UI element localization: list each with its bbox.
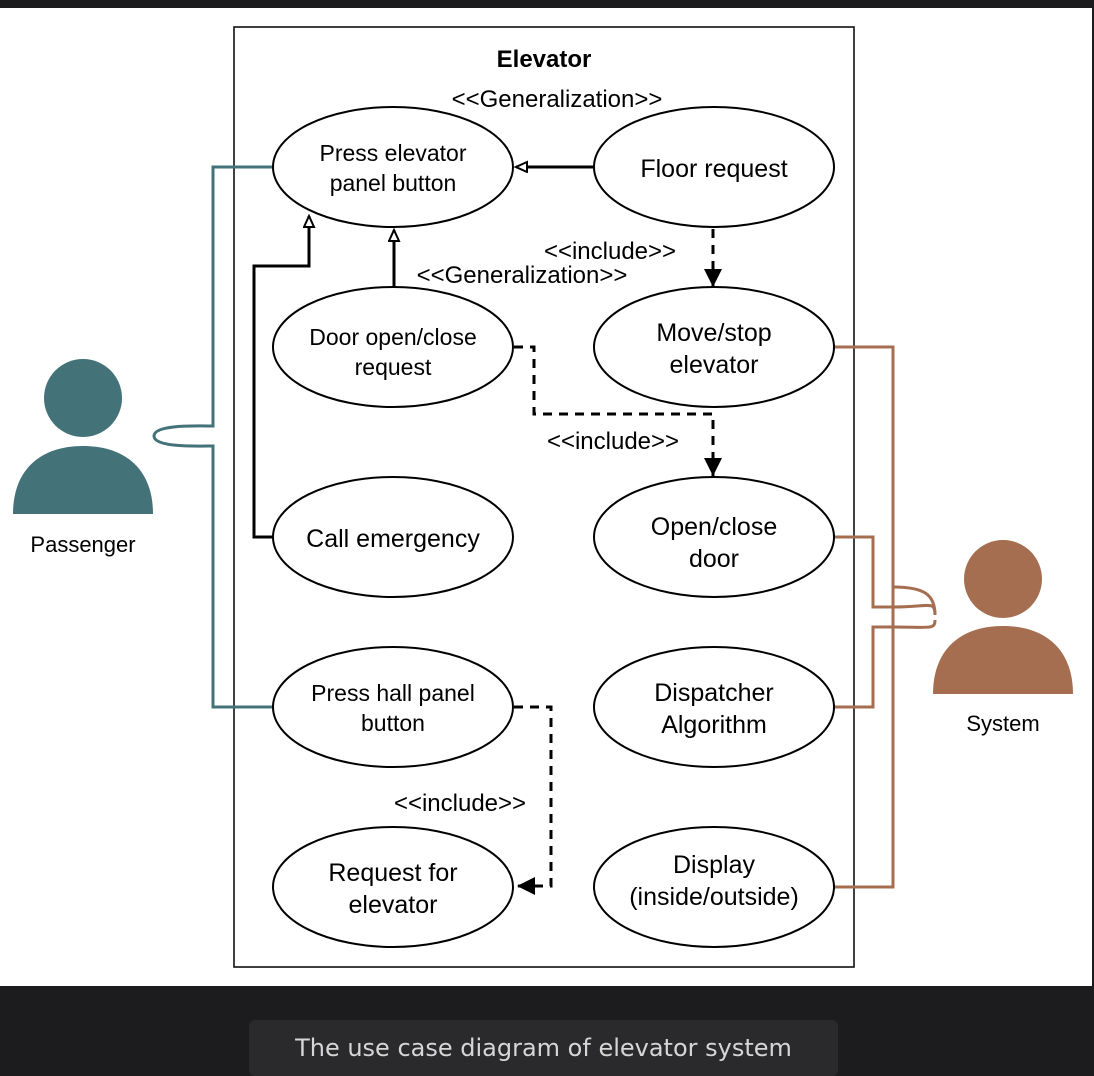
use-case-dispatcher-algorithm: Dispatcher Algorithm <box>593 646 835 768</box>
use-case-display: Display (inside/outside) <box>593 826 835 948</box>
svg-text:button: button <box>361 710 425 736</box>
use-case-move-stop-elevator: Move/stop elevator <box>593 286 835 408</box>
svg-text:Move/stop: Move/stop <box>656 319 771 347</box>
use-case-door-open-close-request: Door open/close request <box>272 286 514 408</box>
include-label-move: <<include>> <box>544 238 676 265</box>
include-label-request: <<include>> <box>394 790 526 817</box>
svg-text:(inside/outside): (inside/outside) <box>629 883 799 911</box>
svg-text:elevator: elevator <box>670 351 759 379</box>
top-bar <box>0 0 1094 8</box>
passenger-associations <box>152 165 273 709</box>
svg-text:door: door <box>689 545 739 573</box>
passenger-actor-icon <box>13 359 153 514</box>
svg-text:Floor request: Floor request <box>640 155 787 183</box>
svg-text:Call emergency: Call emergency <box>306 525 480 553</box>
svg-text:panel button: panel button <box>330 170 457 196</box>
generalization-label-mid: <<Generalization>> <box>417 262 628 289</box>
svg-text:request: request <box>355 354 432 380</box>
system-associations <box>834 345 937 889</box>
svg-text:elevator: elevator <box>349 891 438 919</box>
svg-text:Press hall panel: Press hall panel <box>311 680 475 706</box>
system-title: Elevator <box>497 46 592 73</box>
use-case-open-close-door: Open/close door <box>593 476 835 598</box>
svg-text:Press elevator: Press elevator <box>319 140 466 166</box>
generalization-label-top: <<Generalization>> <box>452 86 663 113</box>
svg-text:Dispatcher: Dispatcher <box>654 679 774 707</box>
svg-text:Request for: Request for <box>328 859 457 887</box>
use-case-press-hall-panel: Press hall panel button <box>272 646 514 768</box>
diagram-canvas: Elevator <<Generalization>> <<Generaliza… <box>0 8 1092 986</box>
system-boundary <box>233 26 855 968</box>
use-case-press-elevator-panel: Press elevator panel button <box>272 106 514 228</box>
include-arrows <box>514 229 722 895</box>
use-case-call-emergency: Call emergency <box>272 476 514 598</box>
use-case-diagram: Elevator <<Generalization>> <<Generaliza… <box>13 26 1073 968</box>
include-label-door: <<include>> <box>547 428 679 455</box>
use-case-request-for-elevator: Request for elevator <box>272 826 514 948</box>
svg-text:Algorithm: Algorithm <box>661 711 767 739</box>
generalization-arrows <box>252 167 594 539</box>
svg-text:Open/close: Open/close <box>651 513 777 541</box>
use-case-floor-request: Floor request <box>593 106 835 228</box>
svg-text:Display: Display <box>673 851 755 879</box>
system-label: System <box>966 711 1039 736</box>
figure-caption: The use case diagram of elevator system <box>249 1020 838 1076</box>
svg-text:Door open/close: Door open/close <box>309 324 477 350</box>
system-actor-icon <box>933 540 1073 694</box>
passenger-label: Passenger <box>30 532 135 557</box>
